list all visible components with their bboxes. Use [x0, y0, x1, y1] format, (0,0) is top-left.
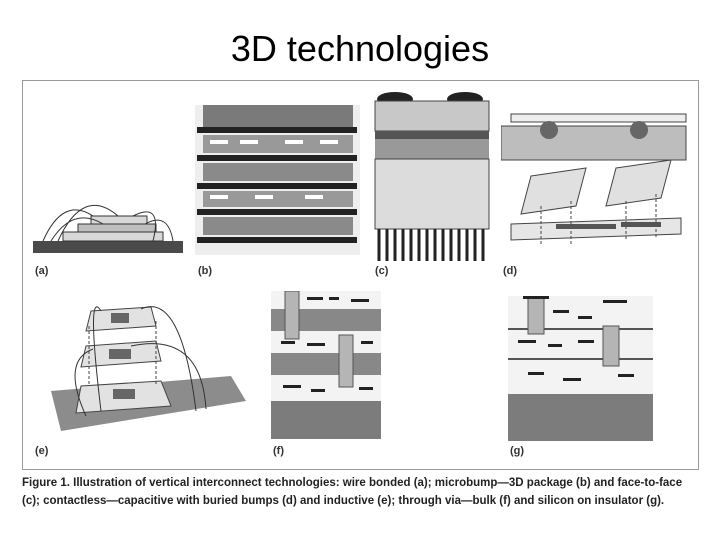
panel-g-label: (g): [510, 445, 524, 457]
panel-b-label: (b): [198, 265, 212, 277]
panel-e-illustration: [31, 291, 246, 441]
panel-f-label: (f): [273, 445, 284, 457]
slide-title: 3D technologies: [0, 28, 720, 70]
panel-g-illustration: [508, 296, 653, 441]
caption-text: Illustration of vertical interconnect te…: [22, 477, 682, 507]
panel-a-illustration: [33, 186, 183, 256]
panel-e-label: (e): [35, 445, 48, 457]
panel-f-illustration: [271, 291, 381, 439]
panel-b-illustration: [195, 105, 360, 255]
panel-d-label: (d): [503, 265, 517, 277]
panel-d-illustration: [501, 106, 691, 261]
panel-c-illustration: [373, 89, 491, 264]
panel-a-label: (a): [35, 265, 48, 277]
figure-frame: (a) (b): [22, 80, 699, 470]
panel-c-label: (c): [375, 265, 388, 277]
caption-figure-number: Figure 1.: [22, 477, 70, 489]
figure-caption: Figure 1. Illustration of vertical inter…: [22, 474, 698, 510]
